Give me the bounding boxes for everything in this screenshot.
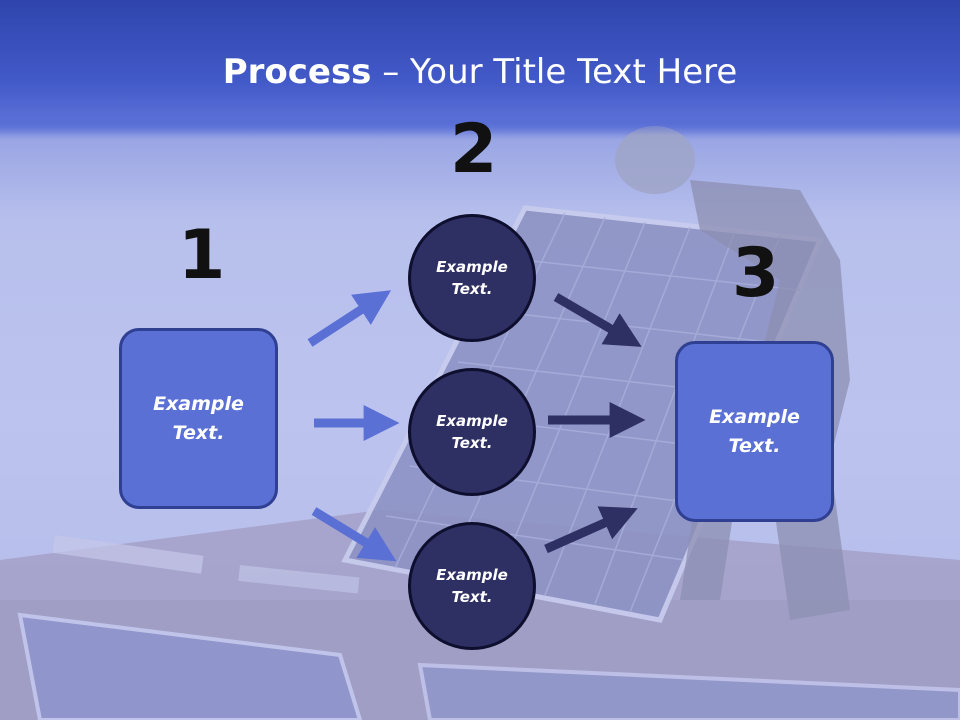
arrow-up-right-dark	[544, 506, 638, 554]
step-3-text: Example Text.	[709, 406, 800, 457]
step-2-circle-middle: Example Text.	[408, 368, 536, 496]
step-number-1: 1	[178, 216, 226, 295]
step-number-2: 2	[450, 110, 498, 189]
circle-top-text: Example Text.	[436, 257, 508, 299]
step-1-box: Example Text.	[119, 328, 278, 509]
step-2-circle-top: Example Text.	[408, 214, 536, 342]
step-3-box: Example Text.	[675, 341, 834, 522]
title-bar	[0, 0, 960, 135]
arrow-up-right	[307, 290, 392, 347]
arrow-down-right	[311, 507, 397, 562]
circle-middle-text: Example Text.	[436, 411, 508, 453]
title-bold: Process	[222, 52, 372, 92]
step-number-3: 3	[732, 234, 780, 313]
arrow-down-right-dark	[553, 293, 642, 347]
step-2-circle-bottom: Example Text.	[408, 522, 536, 650]
slide-title: Process – Your Title Text Here	[0, 52, 960, 92]
step-1-text: Example Text.	[153, 393, 244, 444]
circle-bottom-text: Example Text.	[436, 565, 508, 607]
title-rest: – Your Title Text Here	[371, 52, 738, 92]
